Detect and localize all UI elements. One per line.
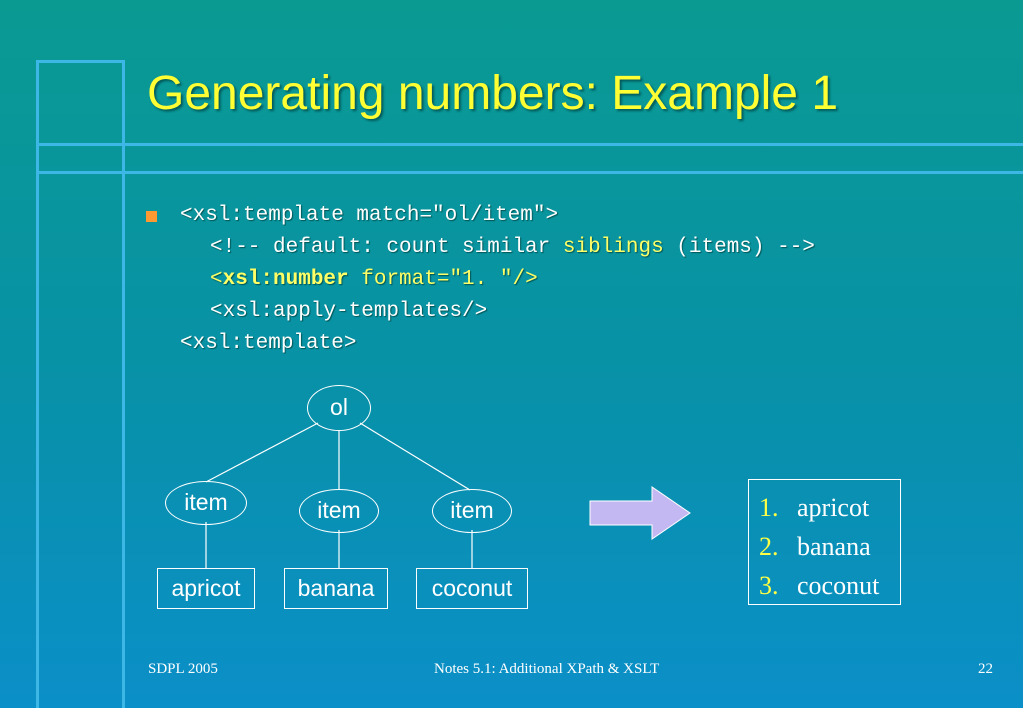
tree-leaf-3: coconut [416,568,528,609]
code-line-3-rest: format="1. "/> [348,268,538,291]
code-line-2-post: (items) --> [663,236,815,259]
tree-leaf-2: banana [284,568,388,609]
tree-leaf-1: apricot [157,568,255,609]
footer-center: Notes 5.1: Additional XPath & XSLT [434,661,660,677]
right-arrow-icon [589,486,691,540]
result-text: apricot [797,493,870,522]
bullet-square-icon [146,211,157,222]
frame-mid-line [36,171,1023,174]
code-line-4: <xsl:apply-templates/> [210,300,487,323]
result-row: 2. banana [759,527,900,566]
frame-left-line [36,60,39,708]
edge-root-item1 [205,422,319,483]
slide-title: Generating numbers: Example 1 [147,67,839,120]
frame-corner-box [36,60,125,146]
frame-top-line [36,143,1023,146]
code-line-2-pre: <!-- default: count similar [210,236,563,259]
result-text: banana [797,532,871,561]
code-line-2: <!-- default: count similar siblings (it… [210,236,815,259]
tree-node-item-2: item [299,489,379,533]
code-line-1-text: <xsl:template match="ol/item"> [180,204,559,227]
result-number: 2. [759,532,779,561]
code-line-4-text: <xsl:apply-templates/> [210,300,488,323]
result-row: 3. coconut [759,566,900,605]
code-line-3-open: < [210,268,223,291]
tree-node-item-3: item [432,489,512,533]
code-line-1: <xsl:template match="ol/item"> [180,204,558,227]
result-number: 3. [759,571,779,600]
code-line-5: <xsl:template> [180,332,356,355]
code-line-3-keyword: xsl:number [222,268,349,291]
edge-root-item3 [359,422,471,491]
tree-node-item-1: item [165,481,247,525]
tree-node-root: ol [307,385,371,431]
footer-page-number: 22 [978,661,993,677]
result-row: 1. apricot [759,488,900,527]
frame-inner-left-line [122,60,125,708]
code-line-2-highlight: siblings [562,236,664,259]
result-number: 1. [759,493,779,522]
code-line-3: <xsl:number format="1. "/> [210,268,538,291]
numbered-list-result: 1. apricot 2. banana 3. coconut [748,479,901,605]
footer-left: SDPL 2005 [148,661,218,677]
result-text: coconut [797,571,880,600]
code-line-5-text: <xsl:template> [180,332,357,355]
